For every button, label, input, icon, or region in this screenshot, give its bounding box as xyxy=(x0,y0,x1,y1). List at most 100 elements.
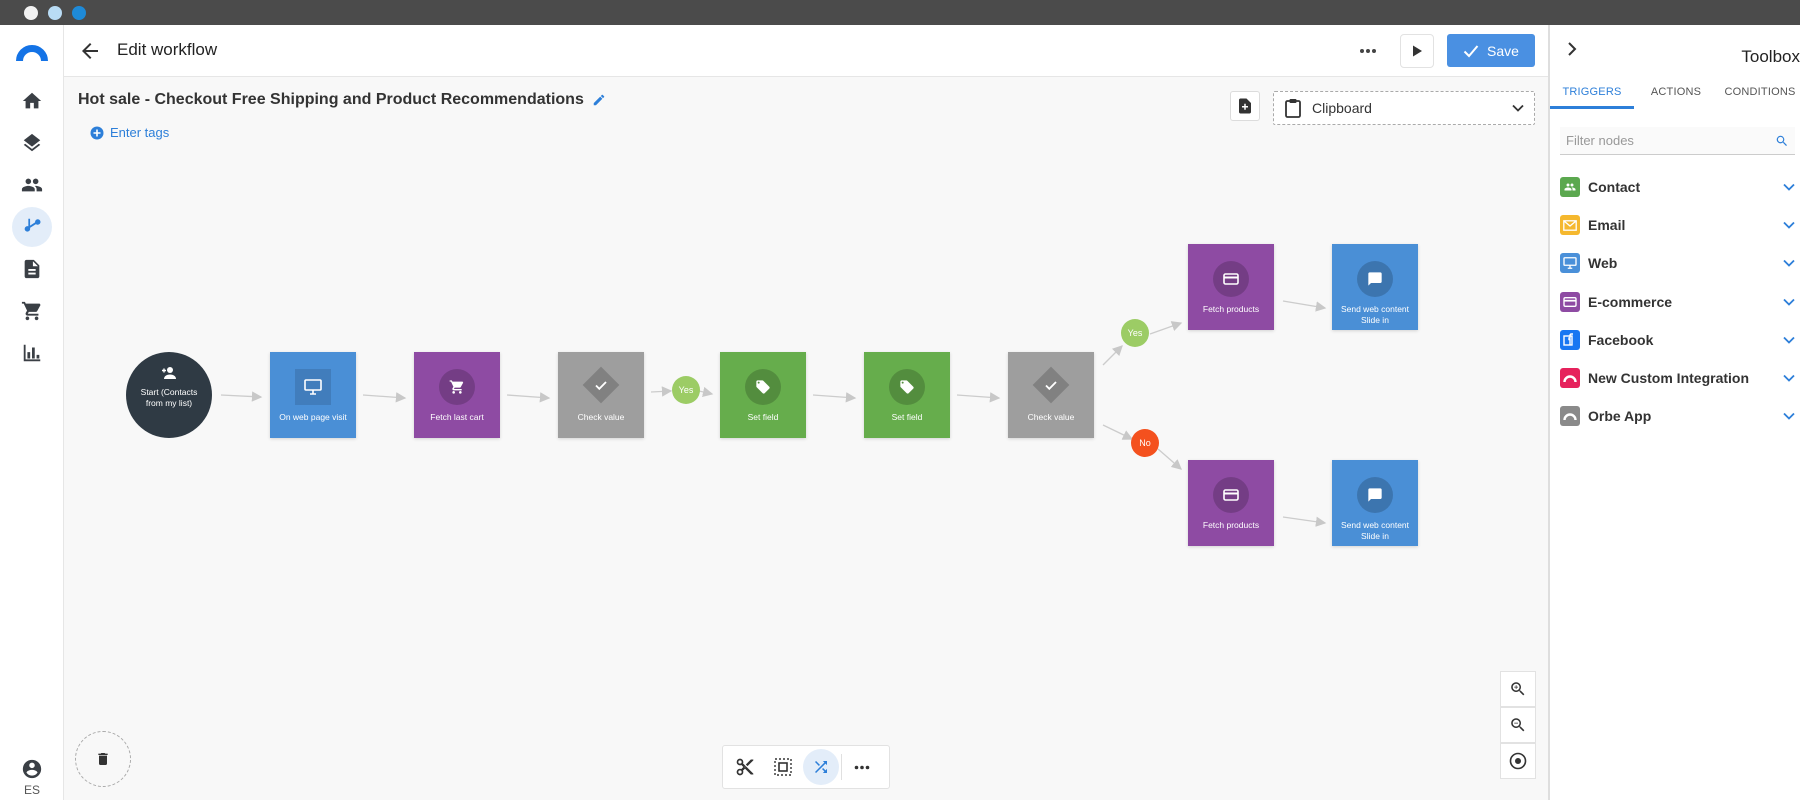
cart-icon[interactable] xyxy=(12,291,52,331)
window-title-bar xyxy=(0,0,1800,25)
select-all-icon[interactable] xyxy=(765,749,801,785)
header-bar: Edit workflow Save xyxy=(64,25,1548,77)
branch-yes-badge: Yes xyxy=(672,376,700,404)
back-arrow-icon[interactable] xyxy=(78,39,102,63)
start-node[interactable]: Start (Contacts from my list) xyxy=(126,352,212,438)
layers-icon[interactable] xyxy=(12,123,52,163)
user-menu[interactable]: ES xyxy=(12,758,52,797)
document-icon[interactable] xyxy=(12,249,52,289)
search-icon xyxy=(1776,135,1787,146)
workflows-icon[interactable] xyxy=(12,207,52,247)
clipboard-dropdown[interactable]: Clipboard xyxy=(1273,91,1535,125)
contacts-icon[interactable] xyxy=(12,165,52,205)
shuffle-icon[interactable] xyxy=(803,749,839,785)
edge xyxy=(650,386,673,397)
node-fetch-last-cart[interactable]: Fetch last cart xyxy=(414,352,500,438)
toolbox-panel: Toolbox TRIGGERS ACTIONS CONDITIONS Filt… xyxy=(1548,25,1800,800)
page-title: Edit workflow xyxy=(117,40,218,59)
window-minimize-button[interactable] xyxy=(48,6,62,20)
orbe-app-icon xyxy=(1560,406,1580,426)
category-label: Email xyxy=(1588,217,1626,233)
tab-conditions[interactable]: CONDITIONS xyxy=(1724,86,1796,98)
category-contact[interactable]: Contact xyxy=(1560,172,1795,202)
filter-nodes-input[interactable]: Filter nodes xyxy=(1560,127,1795,155)
node-check-value[interactable]: Check value xyxy=(558,352,644,438)
branch-yes-badge: Yes xyxy=(1121,319,1149,347)
add-note-button[interactable] xyxy=(1230,91,1260,121)
edge xyxy=(506,392,551,403)
account-icon xyxy=(22,759,42,779)
node-send-web-content[interactable]: Send web content Slide in xyxy=(1332,244,1418,330)
run-button[interactable] xyxy=(1400,34,1434,68)
credit-card-icon xyxy=(1213,261,1249,297)
enter-tags-link[interactable]: Enter tags xyxy=(90,125,169,140)
credit-card-icon xyxy=(1213,477,1249,513)
node-web-page-visit[interactable]: On web page visit xyxy=(270,352,356,438)
email-icon xyxy=(1560,215,1580,235)
workflow-edges xyxy=(220,300,1327,527)
toolbox-title: Toolbox xyxy=(1741,47,1800,66)
canvas-toolbar xyxy=(722,745,890,789)
clipboard-label: Clipboard xyxy=(1312,100,1372,116)
category-label: New Custom Integration xyxy=(1588,370,1750,386)
left-nav: ES xyxy=(0,25,64,800)
branch-no-badge: No xyxy=(1131,429,1159,457)
chevron-down-icon xyxy=(1512,104,1524,112)
center-view-icon[interactable] xyxy=(1500,743,1536,779)
node-fetch-products[interactable]: Fetch products xyxy=(1188,244,1274,330)
save-button[interactable]: Save xyxy=(1447,34,1535,67)
trash-icon xyxy=(98,753,108,765)
node-label: On web page visit xyxy=(279,412,347,422)
chevron-down-icon xyxy=(1783,259,1795,267)
category-ecommerce[interactable]: E-commerce xyxy=(1560,287,1795,317)
edge xyxy=(1282,516,1327,527)
home-icon[interactable] xyxy=(12,81,52,121)
more-options-icon[interactable] xyxy=(1354,37,1382,65)
workflow-name: Hot sale - Checkout Free Shipping and Pr… xyxy=(78,91,606,109)
enter-tags-label: Enter tags xyxy=(110,125,170,140)
add-contact-icon xyxy=(162,367,176,379)
edit-pencil-icon[interactable] xyxy=(592,93,606,107)
app-logo[interactable] xyxy=(16,45,48,61)
more-options-icon[interactable] xyxy=(844,749,880,785)
cut-icon[interactable] xyxy=(727,749,763,785)
filter-placeholder: Filter nodes xyxy=(1566,133,1634,148)
clipboard-icon xyxy=(1285,99,1301,118)
chat-bubble-icon xyxy=(1357,477,1393,513)
chevron-right-icon[interactable] xyxy=(1562,39,1582,59)
zoom-in-icon[interactable] xyxy=(1500,671,1536,707)
node-fetch-products[interactable]: Fetch products xyxy=(1188,460,1274,546)
node-label: Check value xyxy=(1027,412,1075,422)
category-label: E-commerce xyxy=(1588,294,1673,310)
node-check-value[interactable]: Check value xyxy=(1008,352,1094,438)
delete-drop-zone[interactable] xyxy=(75,731,131,787)
tab-triggers[interactable]: TRIGGERS xyxy=(1550,75,1634,109)
edge xyxy=(220,391,263,402)
workflow-canvas[interactable]: Hot sale - Checkout Free Shipping and Pr… xyxy=(64,77,1548,800)
category-orbe-app[interactable]: Orbe App xyxy=(1560,401,1795,431)
node-set-field[interactable]: Set field xyxy=(864,352,950,438)
edge xyxy=(1149,321,1183,335)
language-label: ES xyxy=(23,783,40,797)
chevron-down-icon xyxy=(1783,374,1795,382)
edge xyxy=(1157,448,1182,470)
node-label: Send web content Slide in xyxy=(1340,520,1410,541)
category-facebook[interactable]: Facebook xyxy=(1560,325,1795,355)
save-label: Save xyxy=(1487,42,1519,59)
toolbox-tabs: TRIGGERS ACTIONS CONDITIONS xyxy=(1550,75,1800,109)
workflow-name-text: Hot sale - Checkout Free Shipping and Pr… xyxy=(78,91,584,108)
node-label: Set field xyxy=(747,412,779,422)
window-close-button[interactable] xyxy=(24,6,38,20)
category-email[interactable]: Email xyxy=(1560,210,1795,240)
reports-icon[interactable] xyxy=(12,333,52,373)
category-label: Orbe App xyxy=(1588,408,1652,424)
edge xyxy=(1102,345,1123,366)
tab-actions[interactable]: ACTIONS xyxy=(1650,86,1702,98)
category-web[interactable]: Web xyxy=(1560,248,1795,278)
node-label: Fetch products xyxy=(1202,304,1260,314)
zoom-out-icon[interactable] xyxy=(1500,707,1536,743)
node-set-field[interactable]: Set field xyxy=(720,352,806,438)
window-maximize-button[interactable] xyxy=(72,6,86,20)
category-new-custom-integration[interactable]: New Custom Integration xyxy=(1560,363,1795,393)
node-send-web-content[interactable]: Send web content Slide in xyxy=(1332,460,1418,546)
